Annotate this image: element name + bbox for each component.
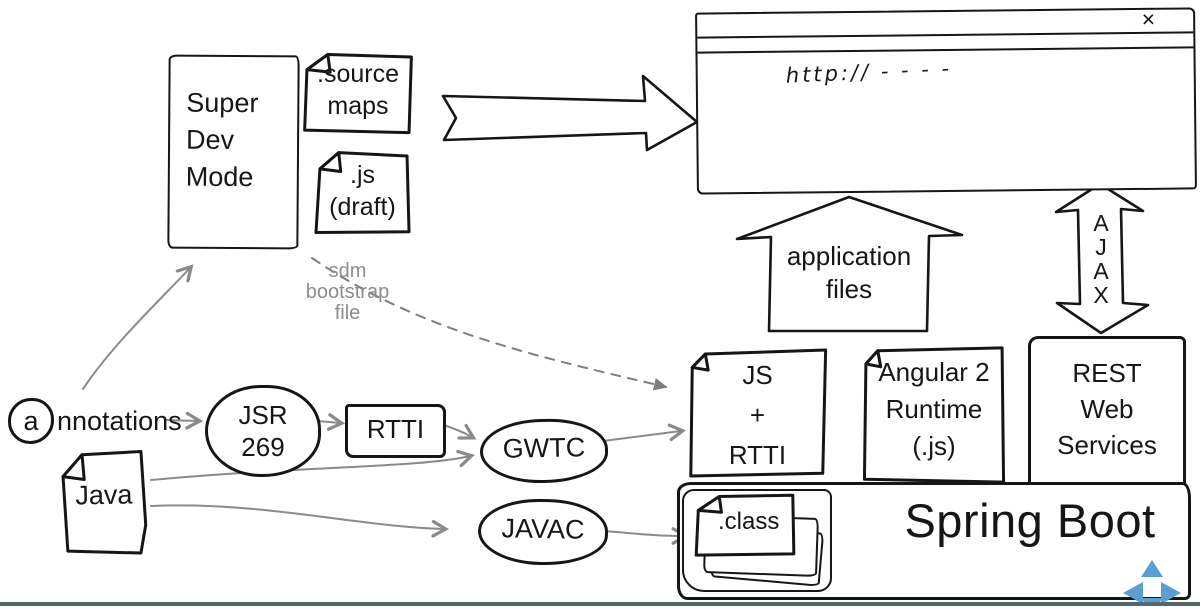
angular-runtime-file: Angular 2 Runtime (.js) xyxy=(860,342,1008,488)
javac-label: JAVAC xyxy=(501,513,585,545)
class-file: .class xyxy=(692,494,797,557)
js-draft-file: .js (draft) xyxy=(313,150,412,236)
angular-runtime-line: Angular 2 xyxy=(878,357,990,387)
angular-runtime-line: (.js) xyxy=(912,431,956,461)
rtti-box: RTTI xyxy=(345,404,446,458)
angular-runtime-line: Runtime xyxy=(885,394,983,424)
arrow-javac-to-class xyxy=(603,527,690,545)
document-icon xyxy=(860,342,1008,488)
rest-line: REST xyxy=(1072,358,1142,388)
circled-a-icon: a xyxy=(8,398,54,444)
source-maps-label-line: .source xyxy=(317,60,399,88)
sdm-bootstrap-note: sdm bootstrap file xyxy=(285,261,410,324)
document-icon xyxy=(692,494,797,557)
java-file-label: Java xyxy=(75,479,133,511)
annotations-text: nnotations xyxy=(57,405,182,436)
js-draft-label-line: .js xyxy=(350,161,375,189)
close-icon: × xyxy=(1141,5,1156,32)
js-rtti-line: + xyxy=(749,400,766,430)
sdm-bootstrap-line: file xyxy=(334,302,361,324)
sdm-bootstrap-line: sdm xyxy=(328,260,367,282)
source-maps-file: .source maps xyxy=(300,52,416,136)
jsr-269-node: JSR 269 xyxy=(205,385,321,477)
ajax-letter: X xyxy=(1093,282,1109,308)
js-rtti-line: RTTI xyxy=(728,440,787,470)
arrow-jsr269-to-rtti xyxy=(317,413,346,431)
spring-boot-label: Spring Boot xyxy=(904,494,1156,547)
rtti-label: RTTI xyxy=(366,414,425,444)
nav-up-arrow-icon[interactable] xyxy=(1141,560,1163,577)
application-files-label: application files xyxy=(770,240,928,306)
nav-dpad[interactable] xyxy=(1118,556,1184,606)
rest-line: Web xyxy=(1080,394,1134,424)
class-file-label: .class xyxy=(718,508,780,535)
jsr-269-line: JSR xyxy=(238,400,288,430)
document-icon xyxy=(685,346,830,480)
sdm-bootstrap-line: bootstrap xyxy=(305,281,390,303)
super-dev-mode-line: Super xyxy=(186,87,259,119)
ajax-letter: A xyxy=(1093,258,1109,284)
javac-node: JAVAC xyxy=(477,497,609,567)
footer-bar xyxy=(0,602,1200,606)
browser-window: × http:// - - - - xyxy=(695,5,1197,195)
js-rtti-file: JS + RTTI xyxy=(685,346,830,480)
ajax-label: A J A X xyxy=(1084,211,1118,307)
application-files-line: application xyxy=(786,241,912,271)
gwtc-label: GWTC xyxy=(502,432,586,464)
application-files-line: files xyxy=(825,274,873,304)
nav-left-arrow-icon[interactable] xyxy=(1123,582,1143,604)
circled-a-letter: a xyxy=(23,405,39,436)
js-draft-label-line: (draft) xyxy=(329,193,396,221)
arrow-java-to-javac xyxy=(150,504,450,538)
ajax-letter: A xyxy=(1093,210,1109,236)
rest-line: Services xyxy=(1057,430,1157,460)
document-icon xyxy=(300,52,416,136)
right-block-arrow xyxy=(441,74,699,152)
super-dev-mode-line: Mode xyxy=(185,161,254,193)
document-icon xyxy=(313,150,412,236)
arrow-gwtc-to-jsrtti xyxy=(602,423,687,442)
arrow-annotations-to-superdevmode xyxy=(82,264,194,390)
nav-right-arrow-icon[interactable] xyxy=(1161,582,1181,604)
js-rtti-line: JS xyxy=(742,360,773,390)
annotations-node: a nnotations xyxy=(8,398,182,444)
spring-boot-box: Spring Boot xyxy=(677,482,1191,600)
super-dev-mode-box: Super Dev Mode xyxy=(167,54,300,250)
source-maps-label-line: maps xyxy=(327,92,389,120)
ajax-letter: J xyxy=(1095,234,1107,260)
super-dev-mode-line: Dev xyxy=(185,124,235,156)
jsr-269-line: 269 xyxy=(241,432,285,462)
document-icon xyxy=(59,449,149,559)
gwtc-node: GWTC xyxy=(479,417,609,485)
java-file: Java xyxy=(59,449,149,559)
rest-web-services-box: REST Web Services xyxy=(1028,336,1186,490)
